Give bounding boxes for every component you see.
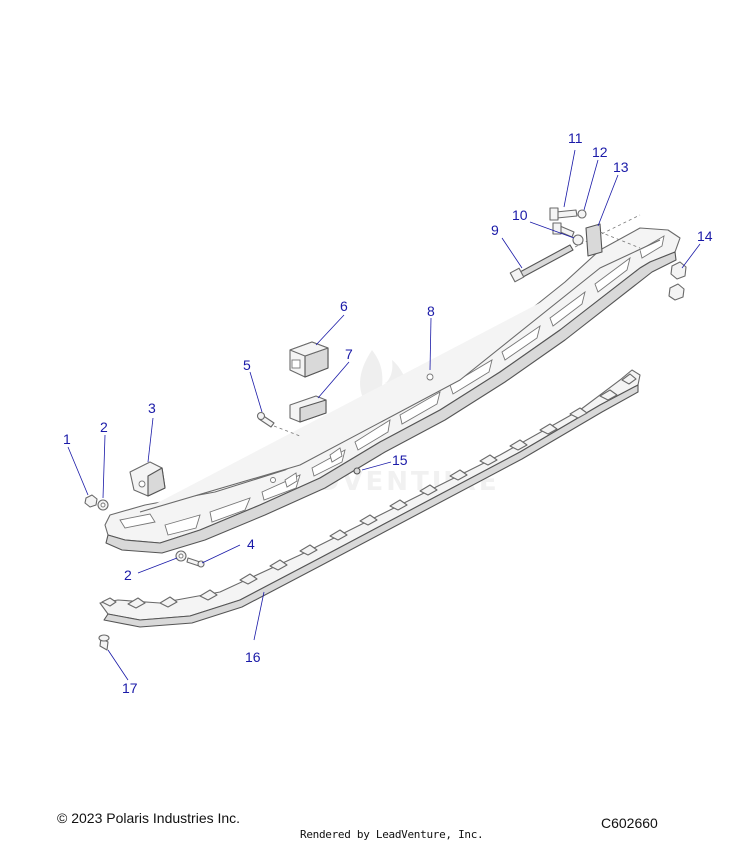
callout-17: 17 [122, 680, 138, 696]
copyright-text: © 2023 Polaris Industries Inc. [57, 810, 241, 826]
part-17-screw [98, 634, 110, 651]
callout-6: 6 [340, 298, 348, 314]
callout-4: 4 [247, 536, 255, 552]
callout-7: 7 [345, 346, 353, 362]
leader-lines [67, 149, 701, 681]
drawing-number: C602660 [601, 815, 658, 831]
callout-16: 16 [245, 649, 261, 665]
callout-3: 3 [148, 400, 156, 416]
callout-2: 2 [100, 419, 108, 435]
callout-9: 9 [491, 222, 499, 238]
rail-cutouts [119, 235, 665, 536]
part-15-screw [353, 467, 361, 475]
runner-teeth [101, 373, 637, 609]
callouts: 1 2 3 4 5 6 7 8 9 10 11 12 13 14 15 16 1… [63, 130, 713, 696]
callout-8: 8 [427, 303, 435, 319]
part-6-block [289, 341, 329, 378]
callout-15: 15 [392, 452, 408, 468]
callout-2b: 2 [124, 567, 132, 583]
callout-13: 13 [613, 159, 629, 175]
callout-12: 12 [592, 144, 608, 160]
part-7-bushing [289, 395, 327, 423]
part-16-runner [99, 369, 641, 628]
part-3-mount [129, 461, 166, 497]
parts-1-2-hardware [84, 494, 187, 562]
part-4-bolt [186, 557, 205, 568]
part-5-bolt [256, 411, 301, 437]
part-14-nuts [668, 261, 687, 301]
part-9-bolt [509, 214, 641, 283]
callout-11: 11 [568, 130, 583, 146]
callout-14: 14 [697, 228, 713, 244]
callout-5: 5 [243, 357, 251, 373]
callout-1: 1 [63, 431, 71, 447]
rendered-by-text: Rendered by LeadVenture, Inc. [300, 828, 484, 841]
part-8-rail [104, 227, 681, 554]
callout-10: 10 [512, 207, 528, 223]
parts-10-13-hardware [549, 207, 641, 257]
